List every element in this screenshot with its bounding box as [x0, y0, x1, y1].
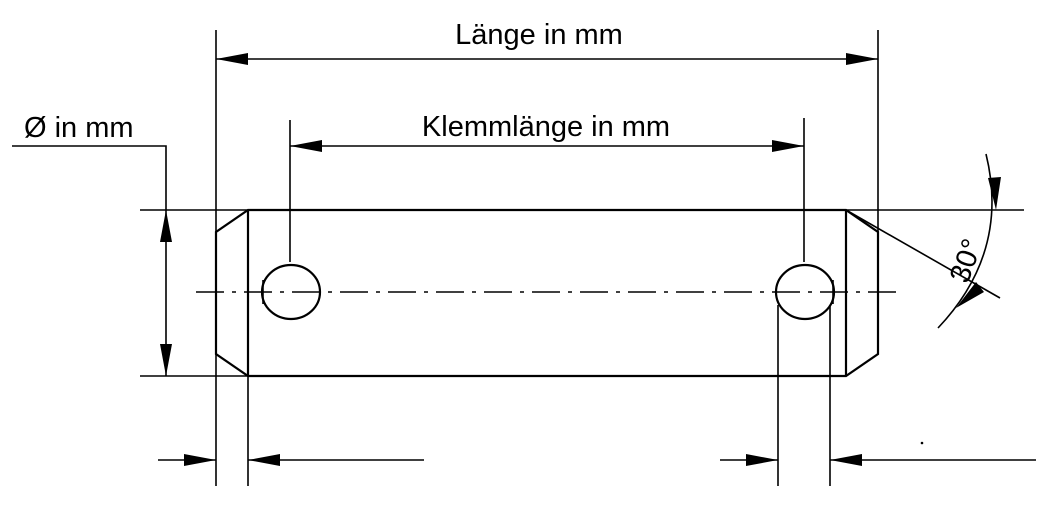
hole-width-dimension [720, 454, 1036, 466]
length-dimension [216, 53, 878, 65]
clamp-length-label: Klemmlänge in mm [422, 111, 670, 143]
stray-dot [920, 441, 924, 445]
hole-right [774, 263, 836, 321]
chamfer-width-dimension [158, 454, 424, 466]
diameter-dimension [12, 145, 172, 376]
chamfer-angle-label: 30° [944, 235, 989, 287]
clamp-length-dimension [290, 140, 804, 152]
length-label: Länge in mm [455, 19, 623, 51]
chamfer-angle-dimension [937, 153, 1001, 329]
hole-left [260, 263, 322, 321]
diameter-label: Ø in mm [24, 112, 134, 144]
extension-lines [140, 30, 1024, 486]
